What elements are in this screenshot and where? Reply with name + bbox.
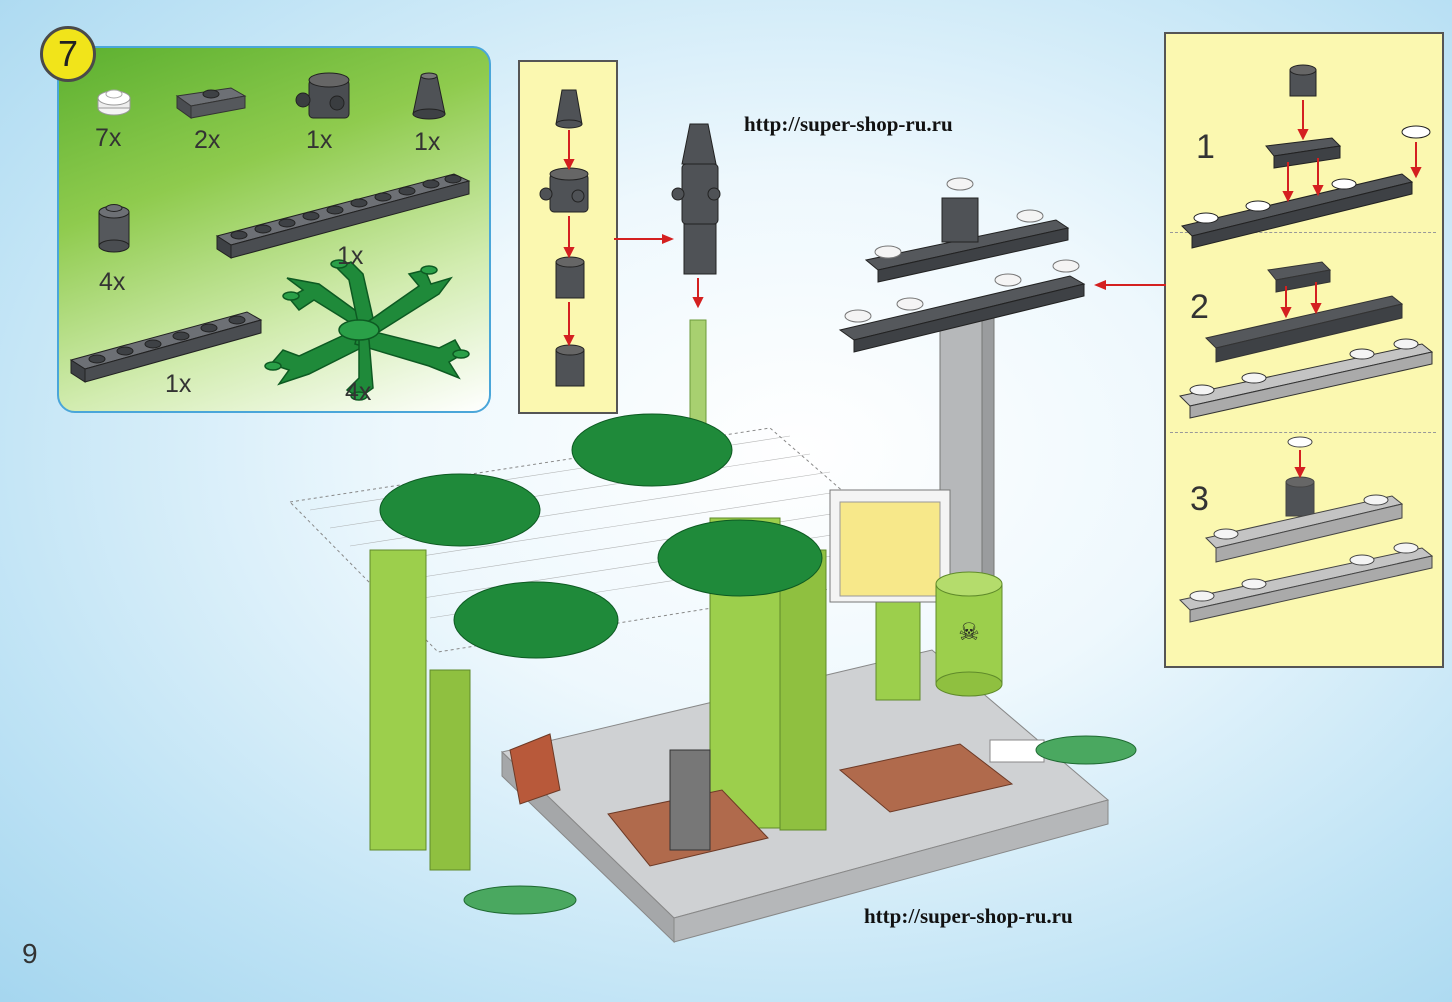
main-model-illustration: ☠ [288, 123, 1137, 944]
cone-icon [412, 72, 446, 120]
part-qty: 4x [99, 268, 126, 296]
svg-text:☠: ☠ [958, 618, 980, 646]
parts-illustrations [69, 72, 471, 401]
column-subassembly-panel [518, 60, 618, 414]
green-frame [369, 517, 921, 871]
substep-number: 3 [1190, 480, 1209, 518]
roof-leaves [379, 413, 823, 659]
substeps-diagram [1178, 64, 1434, 623]
ground-details [509, 733, 1045, 867]
map-billboard [829, 489, 951, 603]
plate-1x2-icon [175, 87, 247, 119]
divider [1170, 432, 1436, 433]
round-stud-icon [97, 89, 131, 116]
part-qty: 1x [414, 128, 441, 156]
part-qty: 7x [95, 124, 122, 152]
brick-side-studs-icon [295, 72, 350, 119]
column-assembly [671, 123, 721, 275]
substep-number: 1 [1196, 128, 1215, 166]
watermark-url-top: http://super-shop-ru.ru [744, 112, 953, 136]
palm-fronds [463, 735, 1137, 915]
leaves-icon [264, 259, 470, 401]
red-arrow-left-icon [1094, 280, 1166, 290]
parts-panel: 7x 2x 1x 1x 4x 1x 1x 4x [57, 46, 491, 413]
substep-number: 2 [1190, 288, 1209, 326]
plate-1x6-icon [69, 311, 263, 383]
part-qty: 1x [306, 126, 333, 154]
part-qty: 4x [345, 378, 372, 406]
divider [1170, 232, 1436, 233]
plate-1x10-icon [215, 173, 471, 259]
part-qty: 2x [194, 126, 221, 154]
round-brick-icon [98, 204, 130, 253]
page-number: 9 [22, 938, 38, 969]
step-number-badge: 7 [40, 26, 96, 82]
part-qty: 1x [337, 242, 364, 270]
part-qty: 1x [165, 370, 192, 398]
utility-pole [838, 177, 1086, 616]
watermark-url-bottom: http://super-shop-ru.ru [864, 904, 1073, 928]
red-arrow-right-icon [614, 234, 674, 244]
top-subassembly-steps-panel: 1 2 3 [1164, 32, 1444, 668]
column-parts-diagram [539, 89, 589, 387]
toxic-barrel: ☠ [935, 571, 1003, 697]
